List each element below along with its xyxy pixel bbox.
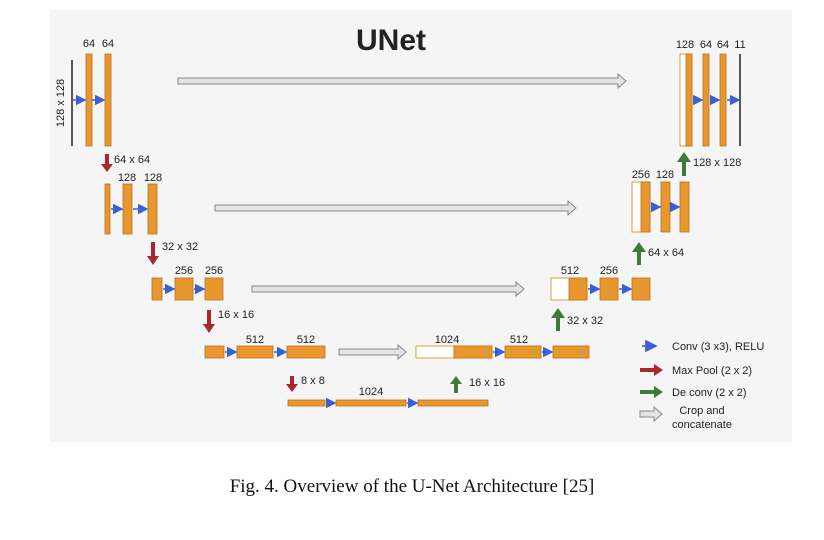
bottleneck: 1024 <box>287 386 489 409</box>
skip-connection-arrow <box>177 72 627 90</box>
feature-map <box>236 345 274 359</box>
feature-map <box>719 53 727 147</box>
feature-map <box>204 277 224 301</box>
channel-label: 512 <box>510 334 528 346</box>
size-label: 32 x 32 <box>567 315 603 327</box>
encoder-level-1: 128 x 128 64 64 <box>55 38 114 147</box>
feature-map <box>85 53 93 147</box>
channel-label: 64 <box>83 38 95 50</box>
size-label: 64 x 64 <box>114 154 150 166</box>
de-conv-arrow <box>450 376 462 393</box>
de-conv-arrow-icon <box>640 386 663 398</box>
feature-map <box>204 345 225 359</box>
channel-label: 256 <box>600 265 618 277</box>
feature-map <box>552 345 590 359</box>
legend-label: Conv (3 x3), RELU <box>672 341 764 353</box>
feature-map <box>453 345 493 359</box>
channel-label: 128 <box>118 172 136 184</box>
crop-concat-arrow-icon <box>639 405 663 423</box>
channel-label: 128 <box>656 169 674 181</box>
decoder-level-1: 128 64 64 11 <box>676 39 746 147</box>
feature-map <box>679 181 690 233</box>
channel-label: 1024 <box>435 334 459 346</box>
channel-label: 256 <box>175 265 193 277</box>
channel-label: 256 <box>632 169 650 181</box>
decoder-level-4: 1024 512 <box>415 334 590 359</box>
legend: Conv (3 x3), RELU Max Pool (2 x 2) De co… <box>639 339 764 431</box>
figure-caption: Fig. 4. Overview of the U-Net Architectu… <box>229 476 595 497</box>
feature-map <box>286 345 326 359</box>
feature-map <box>702 53 710 147</box>
feature-map <box>104 183 111 235</box>
feature-map <box>151 277 163 301</box>
feature-map <box>104 53 112 147</box>
feature-map <box>122 183 133 235</box>
feature-map <box>417 399 489 407</box>
skip-connection-arrow <box>214 199 577 217</box>
de-conv-arrow <box>551 308 565 331</box>
size-label: 16 x 16 <box>218 309 254 321</box>
max-pool-arrow-icon <box>640 364 663 376</box>
channel-label: 512 <box>297 334 315 346</box>
size-label: 8 x 8 <box>301 375 325 387</box>
size-label: 32 x 32 <box>162 241 198 253</box>
feature-map <box>287 399 326 407</box>
feature-map <box>568 277 588 301</box>
feature-map <box>504 345 542 359</box>
max-pool-arrow <box>203 310 215 333</box>
encoder-level-3: 256 256 <box>151 265 224 301</box>
diagram-title: UNet <box>356 24 426 57</box>
max-pool-arrow <box>147 242 159 265</box>
legend-label: Max Pool (2 x 2) <box>672 365 752 377</box>
feature-map <box>685 53 693 147</box>
feature-map <box>631 277 651 301</box>
encoder-level-4: 512 512 <box>204 334 326 359</box>
legend-label: concatenate <box>672 419 732 431</box>
decoder-level-3: 512 256 <box>550 265 651 301</box>
skip-connection-arrow <box>338 343 407 361</box>
feature-map <box>599 277 619 301</box>
feature-map <box>174 277 194 301</box>
size-label: 128 x 128 <box>693 157 741 169</box>
de-conv-arrow <box>677 152 691 176</box>
feature-map <box>660 181 671 233</box>
skip-connection-arrow <box>251 280 525 298</box>
de-conv-arrow <box>632 242 646 265</box>
feature-map <box>640 181 651 233</box>
encoder-level-2: 128 128 <box>104 172 162 235</box>
channel-label: 512 <box>561 265 579 277</box>
channel-label: 128 <box>144 172 162 184</box>
unet-diagram: UNet 128 x 128 64 64 64 x 64 128 128 32 … <box>55 24 764 431</box>
legend-label: De conv (2 x 2) <box>672 387 747 399</box>
channel-label: 64 <box>102 38 114 50</box>
channel-label: 1024 <box>359 386 383 398</box>
feature-map <box>335 399 407 407</box>
channel-label: 512 <box>246 334 264 346</box>
legend-label: Crop and <box>679 405 724 417</box>
channel-label: 128 <box>676 39 694 51</box>
channel-label: 64 <box>700 39 712 51</box>
feature-map <box>147 183 158 235</box>
channel-label: 64 <box>717 39 729 51</box>
max-pool-arrow <box>101 154 113 172</box>
unet-figure: UNet 128 x 128 64 64 64 x 64 128 128 32 … <box>50 10 792 442</box>
channel-label: 256 <box>205 265 223 277</box>
max-pool-arrow <box>286 376 298 392</box>
size-label: 64 x 64 <box>648 247 684 259</box>
input-size-label: 128 x 128 <box>55 79 67 127</box>
size-label: 16 x 16 <box>469 377 505 389</box>
channel-label: 11 <box>734 39 745 51</box>
decoder-level-2: 256 128 <box>631 169 690 233</box>
